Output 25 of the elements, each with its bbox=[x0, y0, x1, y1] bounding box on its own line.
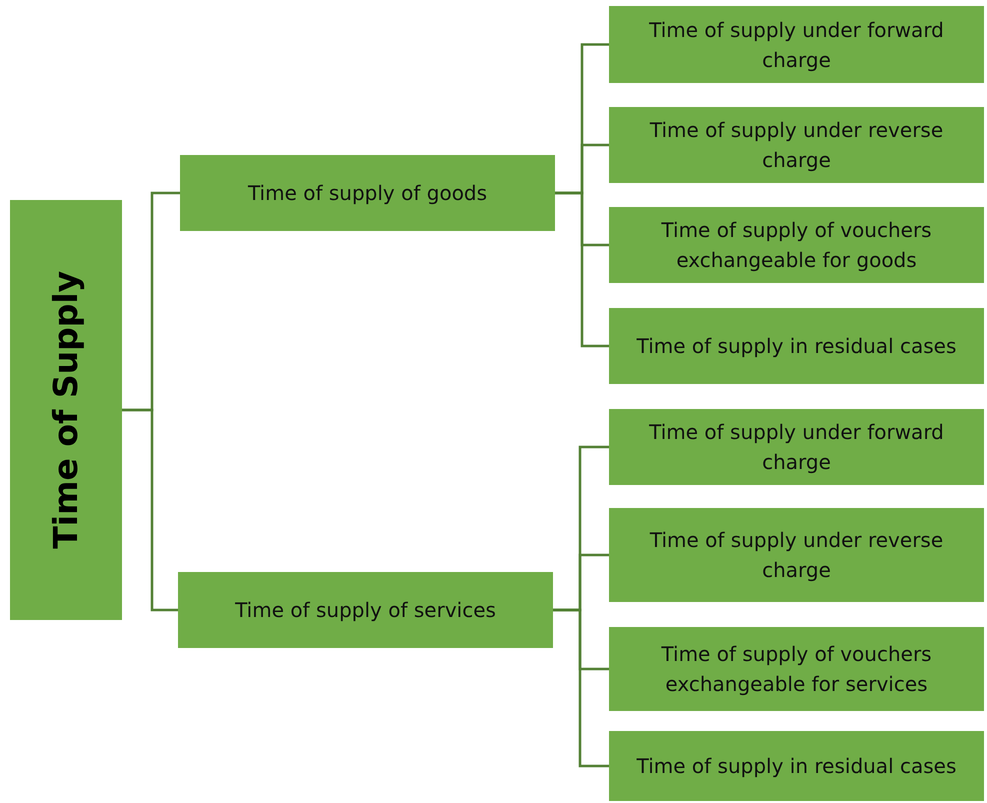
category-box bbox=[609, 207, 984, 283]
category-box bbox=[609, 308, 984, 384]
node-label: Time of supply of vouchers exchangeable for goods bbox=[660, 217, 933, 274]
category-box bbox=[609, 107, 984, 183]
category-box bbox=[609, 731, 984, 801]
node-label: Time of supply under forward charge bbox=[648, 16, 945, 74]
category-box bbox=[609, 6, 984, 83]
connector-line bbox=[553, 608, 609, 768]
category-box bbox=[609, 508, 984, 602]
category-box bbox=[609, 627, 984, 711]
node-label: Time of supply in residual cases bbox=[636, 753, 958, 780]
node-label: Time of supply under reverse charge bbox=[648, 117, 944, 174]
node-label: Time of supply in residual cases bbox=[636, 333, 958, 360]
node-label: Time of Supply bbox=[46, 270, 86, 551]
node-label: Time of supply of services bbox=[234, 597, 497, 624]
node-label: Time of supply under reverse charge bbox=[648, 527, 944, 584]
connector-line bbox=[555, 192, 609, 348]
node-label: Time of supply of vouchers exchangeable for services bbox=[660, 641, 933, 698]
node-label: Time of supply of goods bbox=[246, 180, 488, 207]
category-box bbox=[180, 155, 555, 231]
root-box bbox=[10, 200, 122, 620]
category-box bbox=[609, 409, 984, 485]
node-label: Time of supply under forward charge bbox=[648, 419, 945, 476]
category-box bbox=[178, 572, 553, 648]
connector-line bbox=[122, 408, 178, 612]
